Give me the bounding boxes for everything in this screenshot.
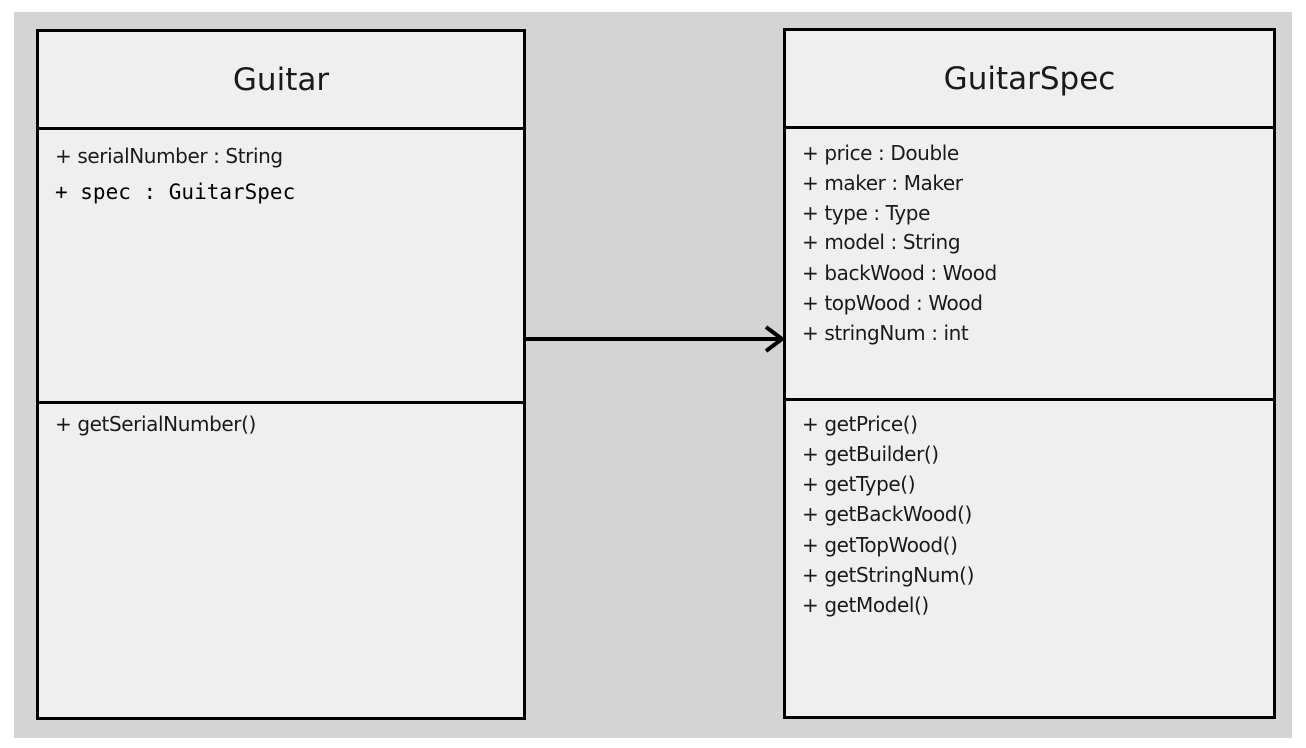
guitarspec-operation: + getTopWood() (802, 533, 958, 557)
guitarspec-attributes-section: + price : Double + maker : Maker + type … (786, 129, 1273, 401)
guitarspec-class-name: GuitarSpec (786, 31, 1273, 129)
guitarspec-operation: + getType() (802, 472, 916, 496)
guitarspec-attribute: + type : Type (802, 201, 930, 225)
guitarspec-operation: + getPrice() (802, 412, 918, 436)
guitarspec-attribute: + backWood : Wood (802, 261, 997, 285)
guitarspec-attribute: + price : Double (802, 141, 959, 165)
guitar-operations-section: + getSerialNumber() (39, 404, 523, 717)
guitarspec-attribute: + stringNum : int (802, 321, 969, 345)
guitar-class-box: Guitar + serialNumber : String + spec : … (36, 29, 526, 720)
guitarspec-operation: + getStringNum() (802, 563, 974, 587)
guitarspec-attribute: + model : String (802, 230, 961, 254)
guitarspec-operation: + getBackWood() (802, 502, 972, 526)
guitarspec-class-box: GuitarSpec + price : Double + maker : Ma… (783, 28, 1276, 719)
guitarspec-attribute: + maker : Maker (802, 171, 963, 195)
guitar-attribute: + spec : GuitarSpec (55, 180, 296, 204)
guitar-operation: + getSerialNumber() (55, 412, 256, 436)
guitarspec-operations-section: + getPrice() + getBuilder() + getType() … (786, 401, 1273, 716)
guitarspec-operation: + getBuilder() (802, 442, 939, 466)
guitarspec-operation: + getModel() (802, 593, 929, 617)
guitar-attributes-section: + serialNumber : String + spec : GuitarS… (39, 130, 523, 404)
guitarspec-attribute: + topWood : Wood (802, 291, 983, 315)
guitar-class-name: Guitar (39, 32, 523, 130)
guitar-attribute: + serialNumber : String (55, 144, 283, 168)
